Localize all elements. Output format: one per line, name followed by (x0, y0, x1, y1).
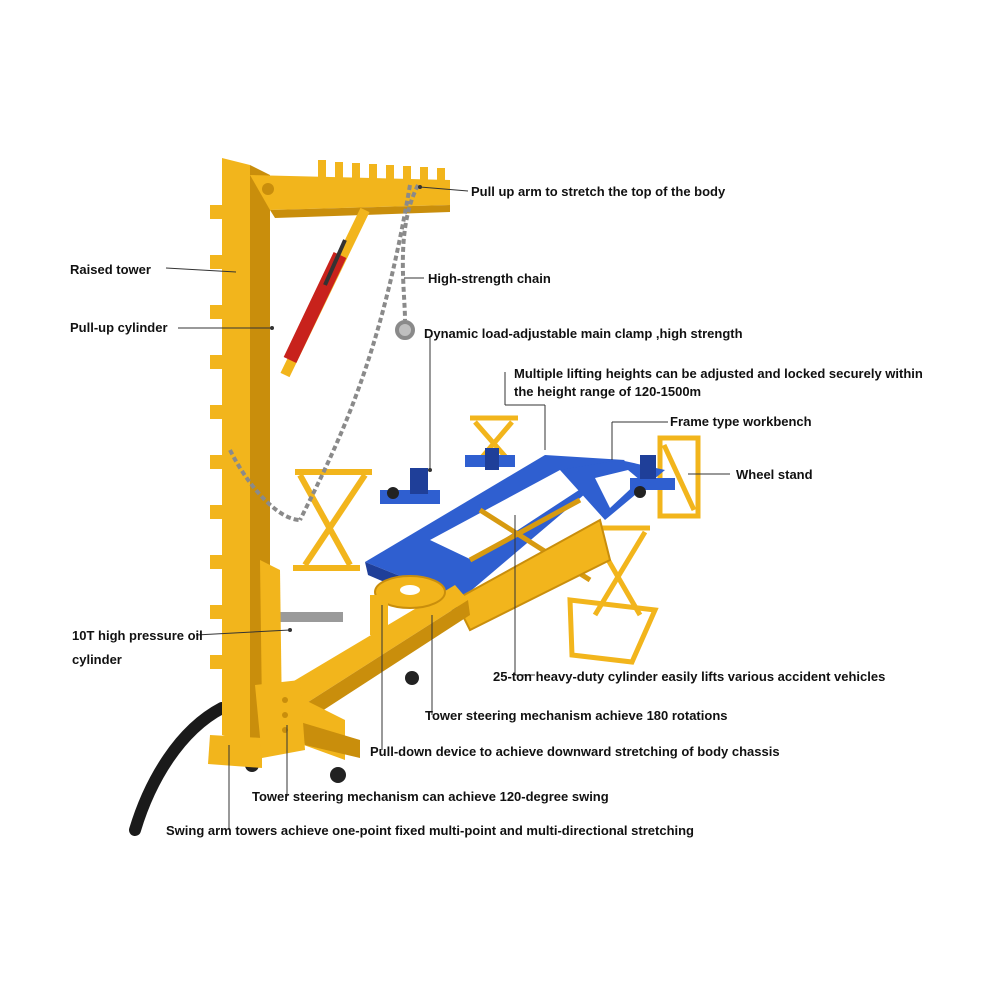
label-lifting-heights: Multiple lifting heights can be adjusted… (514, 366, 923, 399)
label-wheel-stand: Wheel stand (736, 467, 813, 482)
label-main-clamp: Dynamic load-adjustable main clamp ,high… (424, 326, 743, 341)
pull-up-arm (250, 160, 450, 218)
label-heavy-cylinder: 25-ton heavy-duty cylinder easily lifts … (493, 669, 886, 684)
lifting-scissor (453, 497, 612, 632)
leader-lines (165, 186, 730, 830)
label-tower-steering-180: Tower steering mechanism achieve 180 rot… (425, 708, 728, 723)
hydraulic-hose (129, 702, 228, 836)
label-swing-arm-towers: Swing arm towers achieve one-point fixed… (166, 823, 694, 838)
raised-tower (208, 158, 305, 768)
label-raised-tower: Raised tower (70, 262, 151, 277)
label-pull-up-arm: Pull up arm to stretch the top of the bo… (471, 184, 726, 199)
wheel-stand-right (657, 435, 701, 519)
high-strength-chain (228, 184, 420, 522)
pull-up-cylinder (280, 207, 370, 378)
label-frame-workbench: Frame type workbench (670, 414, 812, 429)
label-pull-up-cylinder: Pull-up cylinder (70, 320, 168, 335)
frame-workbench (365, 448, 675, 612)
base-beam (262, 575, 470, 760)
label-high-strength-chain: High-strength chain (428, 271, 551, 286)
label-tower-steering-120: Tower steering mechanism can achieve 120… (252, 789, 609, 804)
left-scissor-stand (293, 469, 372, 571)
label-oil-cylinder: 10T high pressure oil cylinder (72, 628, 203, 667)
label-pull-down-device: Pull-down device to achieve downward str… (370, 744, 780, 759)
leader-points (270, 185, 432, 632)
